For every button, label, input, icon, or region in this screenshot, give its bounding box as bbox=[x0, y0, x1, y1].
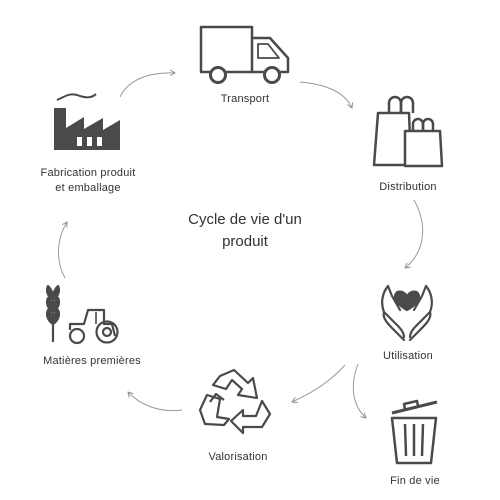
label-utilisation: Utilisation bbox=[383, 350, 433, 362]
trash-bin-icon bbox=[390, 399, 438, 465]
cycle-arrows bbox=[58, 69, 424, 419]
hands-heart-icon bbox=[381, 284, 433, 342]
label-matieres-premieres: Matières premières bbox=[43, 355, 141, 367]
arrow-distribution-to-utilisation bbox=[404, 199, 424, 269]
recycle-icon bbox=[198, 368, 272, 435]
factory-icon bbox=[54, 93, 120, 150]
label-fin-de-vie: Fin de vie bbox=[390, 475, 440, 487]
diagram-title: Cycle de vie d'un produit bbox=[188, 211, 302, 250]
arrow-utilisation-to-findevie bbox=[352, 363, 367, 419]
label-distribution: Distribution bbox=[379, 181, 437, 193]
shopping-bags-icon bbox=[372, 95, 444, 168]
arrow-utilisation-to-valorisation bbox=[291, 364, 346, 403]
label-valorisation: Valorisation bbox=[208, 451, 268, 463]
label-fabrication: Fabrication produit et emballage bbox=[40, 167, 136, 194]
arrow-transport-to-distribution bbox=[299, 81, 354, 109]
label-transport: Transport bbox=[220, 93, 270, 105]
tractor-wheat-icon bbox=[45, 284, 119, 345]
arrow-fabrication-to-transport bbox=[119, 69, 176, 98]
arrow-matieres-to-fabrication bbox=[58, 221, 68, 279]
truck-icon bbox=[199, 25, 290, 84]
arrow-valorisation-to-matieres bbox=[127, 391, 183, 412]
